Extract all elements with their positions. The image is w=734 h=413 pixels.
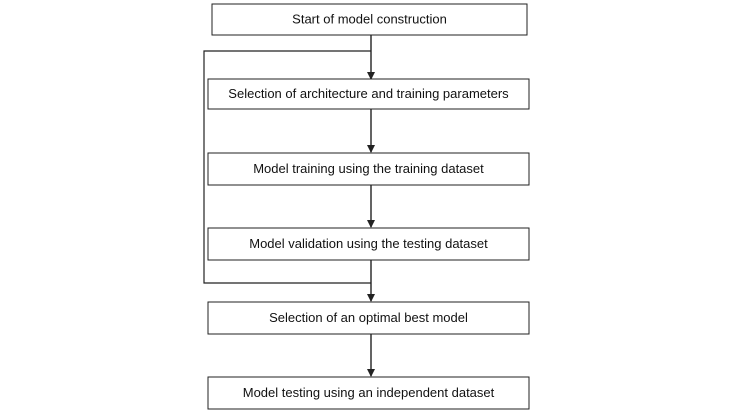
step-start: Start of model construction — [211, 3, 528, 36]
step-label: Model testing using an independent datas… — [243, 385, 495, 400]
step-independent-testing: Model testing using an independent datas… — [207, 376, 530, 410]
step-box — [211, 3, 528, 36]
feedback-loop-connector — [203, 50, 371, 284]
step-box — [207, 227, 530, 261]
connectors — [203, 35, 375, 377]
step-label: Model validation using the testing datas… — [249, 236, 488, 251]
step-label: Model training using the training datase… — [253, 161, 484, 176]
step-label: Start of model construction — [292, 11, 447, 26]
step-model-validation: Model validation using the testing datas… — [207, 227, 530, 261]
step-model-training: Model training using the training datase… — [207, 152, 530, 186]
step-selection-architecture: Selection of architecture and training p… — [207, 78, 530, 110]
step-box — [207, 78, 530, 110]
step-box — [207, 301, 530, 335]
step-best-model-selection: Selection of an optimal best model — [207, 301, 530, 335]
step-label: Selection of architecture and training p… — [228, 86, 509, 101]
step-box — [207, 152, 530, 186]
step-label: Selection of an optimal best model — [269, 310, 468, 325]
step-box — [207, 376, 530, 410]
